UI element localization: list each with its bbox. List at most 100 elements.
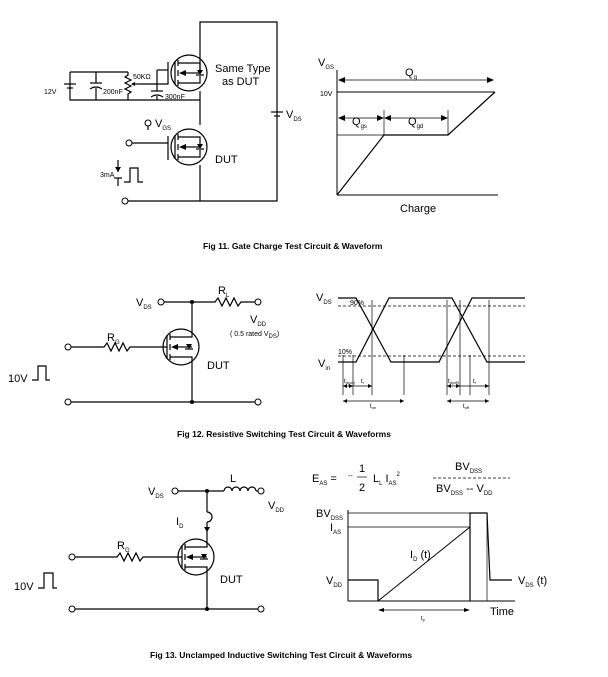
fig12-tdoff-sub: d(off) xyxy=(450,380,460,385)
fig13-ias-sub: AS xyxy=(389,481,397,487)
fig11-3ma-label: 3mA xyxy=(100,172,115,179)
fig11-same-type-label: Same Type xyxy=(215,63,270,75)
fig13-ias-label: I xyxy=(385,473,388,485)
svg-text:RG: RG xyxy=(107,332,120,346)
fig11-wf-vgs-label: V xyxy=(318,57,326,69)
svg-text:VDS (t): VDS (t) xyxy=(518,575,547,589)
svg-text:BVDSS -- VDD: BVDSS -- VDD xyxy=(436,483,493,497)
svg-text:VGS: VGS xyxy=(318,57,334,71)
svg-text:toff: toff xyxy=(463,404,470,410)
fig13-idt-sub: D xyxy=(413,557,418,563)
fig13-vdd-label: V xyxy=(268,500,276,512)
fig13-id-label: I xyxy=(176,516,179,528)
svg-text:tr: tr xyxy=(361,379,365,385)
svg-text:EAS=: EAS= xyxy=(312,473,337,487)
fig11-300nf-label: 300nF xyxy=(165,94,185,101)
svg-text:Qgd: Qgd xyxy=(408,116,423,130)
fig13-10v-label: 10V xyxy=(14,581,34,593)
fig11-qg-sub: g xyxy=(414,75,417,81)
fig13-wf-bv-sub: DSS xyxy=(331,516,343,522)
fig12-tr-sub: r xyxy=(363,380,365,385)
fig11-caption: Fig 11. Gate Charge Test Circuit & Wavef… xyxy=(203,241,383,251)
fig12-10v-label: 10V xyxy=(8,373,28,385)
svg-text:VDD: VDD xyxy=(268,500,285,514)
svg-text:Vin: Vin xyxy=(318,358,330,372)
fig12-tdoff-label: t xyxy=(448,379,450,385)
fig11-wf-vgs-sub: GS xyxy=(325,65,334,71)
fig13-eq: = xyxy=(330,473,336,485)
svg-text:tf: tf xyxy=(473,379,477,385)
fig12-wf-vds-label: V xyxy=(316,292,324,304)
fig12-ton-label: t xyxy=(370,404,372,410)
fig13-waveform: BVDSS IAS ID (t) VDD VDS (t) tp Time xyxy=(316,508,547,622)
svg-text:ton: ton xyxy=(370,404,376,410)
svg-text:ID (t): ID (t) xyxy=(410,549,431,563)
fig12-toff-label: t xyxy=(463,404,465,410)
svg-text:tp: tp xyxy=(421,616,426,622)
fig12-circuit: VDS RL VDD ( 0.5 rated VDS) RG DUT 10V xyxy=(8,285,279,406)
fig13-rg-sub: G xyxy=(125,548,130,554)
fig12-tdon-sub: d(on) xyxy=(346,380,356,385)
fig11-qgd-sub: gd xyxy=(417,124,424,130)
fig13-vds-sub: DS xyxy=(155,494,163,500)
fig13-circuit: L VDS VDD ID RG DUT 10V xyxy=(14,473,285,613)
svg-text:Qg: Qg xyxy=(405,67,417,81)
fig13-sq: 2 xyxy=(397,472,401,478)
fig13-rg-label: R xyxy=(117,540,125,552)
fig13-caption: Fig 13. Unclamped Inductive Switching Te… xyxy=(150,650,412,660)
fig12-rated-end: ) xyxy=(277,331,279,338)
fig13-one: 1 xyxy=(359,463,365,475)
fig13-l-label: L xyxy=(230,473,236,485)
fig13-time-label: Time xyxy=(490,606,514,618)
fig11-qgs-sub: gs xyxy=(361,124,367,130)
svg-text:VDD: VDD xyxy=(250,314,267,328)
fig12-90-label: 90% xyxy=(350,300,364,307)
fig11-qg-label: Q xyxy=(405,67,414,79)
fig12-rl-sub: L xyxy=(226,293,230,299)
fig13-den-bv-sub: DSS xyxy=(451,491,463,497)
fig12-10-label: 10% xyxy=(338,349,352,356)
fig12-tf-sub: f xyxy=(475,380,477,385)
fig13-ll-label: L xyxy=(373,473,379,485)
svg-text:VGS: VGS xyxy=(155,118,171,132)
svg-text:VDS: VDS xyxy=(136,297,152,311)
fig13-wf-bv-label: BV xyxy=(316,508,331,520)
fig13-den-bv-label: BV xyxy=(436,483,451,495)
fig12-rg-label: R xyxy=(107,332,115,344)
svg-text:RL: RL xyxy=(218,285,230,299)
fig11-vds-sub: DS xyxy=(293,117,301,123)
fig11-10v-label: 10V xyxy=(320,91,333,98)
fig11-50k-label: 50KΩ xyxy=(133,74,151,81)
fig13-eas-sub: AS xyxy=(319,481,327,487)
svg-text:RG: RG xyxy=(117,540,130,554)
fig12-tr-label: t xyxy=(361,379,363,385)
fig11-vds-label: V xyxy=(286,109,294,121)
fig11-dut-label: DUT xyxy=(215,154,238,166)
svg-text:BVDSS: BVDSS xyxy=(316,508,343,522)
fig13-wf-ias-sub: AS xyxy=(333,530,341,536)
fig12-toff-sub: off xyxy=(465,405,470,410)
fig13-vdd-sub: DD xyxy=(275,508,284,514)
fig11-qgs-label: Q xyxy=(352,116,361,128)
svg-text:td(off): td(off) xyxy=(448,379,460,385)
fig13-idt-end: (t) xyxy=(417,549,430,561)
fig13-minus: -- xyxy=(348,473,353,480)
svg-text:VDD: VDD xyxy=(326,575,343,589)
fig12-vds-sub: DS xyxy=(143,305,151,311)
fig13-two: 2 xyxy=(359,482,365,494)
svg-text:IAS: IAS xyxy=(330,522,341,536)
fig13-wf-vdd-label: V xyxy=(326,575,334,587)
fig11-200nf-label: 200nF xyxy=(103,89,123,96)
fig13-bv-sub: DSS xyxy=(470,469,482,475)
fig13-id-sub: D xyxy=(179,524,184,530)
fig12-waveform: VDS 90% 10% Vin td(on) tr ton td(off) tf… xyxy=(316,292,525,410)
fig12-rated-label: ( 0.5 rated V xyxy=(230,331,269,338)
fig13-tp-sub: p xyxy=(423,617,426,622)
svg-text:Qgs: Qgs xyxy=(352,116,367,130)
fig11-as-dut-label: as DUT xyxy=(222,76,260,88)
fig13-tp-label: t xyxy=(421,616,423,622)
fig13-ll-sub: L xyxy=(379,481,383,487)
fig13-den-minus: -- V xyxy=(463,483,484,495)
